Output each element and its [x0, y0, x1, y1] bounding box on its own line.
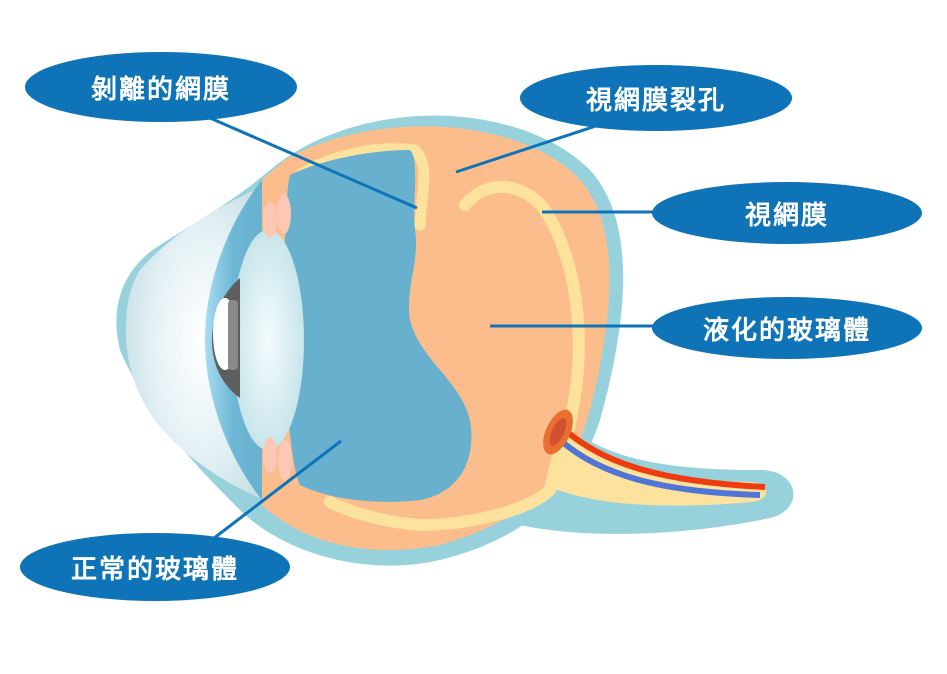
- retinal-vein: [558, 437, 761, 498]
- ciliary-top-1: [263, 202, 277, 238]
- ciliary-top-2: [277, 194, 291, 234]
- label-normal-vitreous: 正常的玻璃體: [20, 533, 290, 601]
- ciliary-bottom-2: [278, 440, 292, 480]
- leader-detached-retina: [209, 116, 418, 210]
- label-retinal-tear: 視網膜裂孔: [520, 65, 792, 131]
- vitreous-normal: [284, 150, 472, 502]
- label-detached-retina: 剝離的網膜: [25, 52, 297, 122]
- leader-normal-vitreous: [204, 439, 342, 547]
- ciliary-bottom-1: [263, 437, 277, 473]
- lens: [232, 230, 304, 450]
- label-liquefied-vitreous: 液化的玻璃體: [652, 297, 922, 359]
- leader-retinal-tear: [455, 120, 609, 174]
- retina-detached-band: [294, 143, 430, 231]
- retinal-artery: [563, 427, 766, 490]
- label-retina: 視網膜: [652, 182, 922, 244]
